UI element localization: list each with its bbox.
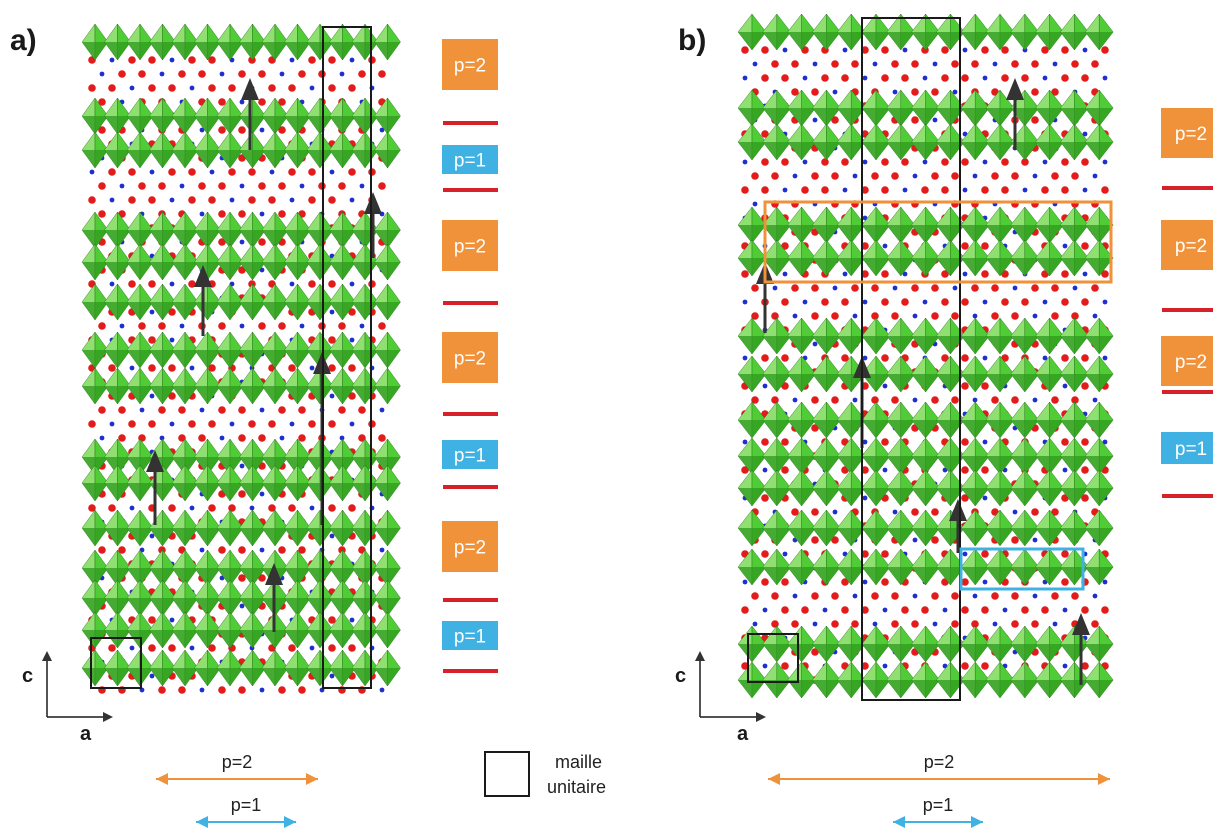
axis-a-label-a: a <box>80 723 92 745</box>
dimension-label-p1-b: p=1 <box>923 795 954 815</box>
dimension-p2-b: p=2 <box>768 752 1110 785</box>
structure-b <box>737 13 1114 699</box>
dimension-p2-a: p=2 <box>156 752 318 785</box>
svg-text:p=1: p=1 <box>454 151 486 172</box>
svg-text:p=1: p=1 <box>454 446 486 467</box>
structure-a <box>81 23 401 694</box>
panel-label-b: b) <box>678 24 706 57</box>
badge-a-3: p=2 <box>442 332 498 383</box>
axis-c-label-b: c <box>675 665 686 687</box>
svg-text:p=2: p=2 <box>454 349 486 370</box>
svg-text:p=2: p=2 <box>454 538 486 559</box>
badge-b-0: p=2 <box>1161 108 1213 158</box>
svg-text:p=2: p=2 <box>454 56 486 77</box>
badge-b-2: p=2 <box>1161 336 1213 386</box>
legend: maille unitaire <box>484 751 606 797</box>
badge-b-3: p=1 <box>1161 432 1213 464</box>
highlight-box-orange-b <box>763 200 1113 284</box>
legend-line2: unitaire <box>547 777 606 797</box>
unit-cell-box-b <box>747 633 799 683</box>
axis-c-label-a: c <box>22 665 33 687</box>
axis-a-label-b: a <box>737 723 749 745</box>
svg-text:p=2: p=2 <box>1175 352 1207 373</box>
dimension-label-p1-a: p=1 <box>231 795 262 815</box>
svg-text:p=1: p=1 <box>454 627 486 648</box>
svg-text:p=2: p=2 <box>1175 236 1207 257</box>
supercell-box-b <box>861 17 961 701</box>
badge-a-1: p=1 <box>442 145 498 174</box>
svg-text:p=2: p=2 <box>1175 124 1207 145</box>
badge-a-2: p=2 <box>442 220 498 271</box>
panel-label-a: a) <box>10 24 37 57</box>
dimension-p1-b: p=1 <box>893 795 983 828</box>
dimension-label-p2-a: p=2 <box>222 752 253 772</box>
badge-a-4: p=1 <box>442 440 498 469</box>
axes-a: c a <box>22 651 113 745</box>
legend-box-icon <box>484 751 530 797</box>
svg-text:p=1: p=1 <box>1175 439 1207 460</box>
axes-b: c a <box>675 651 766 745</box>
panel-b: b) p=2 p=2 p=2 p=1 c a p=2 p=1 <box>675 13 1213 828</box>
dimension-p1-a: p=1 <box>196 795 296 828</box>
supercell-box-a <box>322 26 372 689</box>
badge-a-0: p=2 <box>442 39 498 90</box>
badge-b-1: p=2 <box>1161 220 1213 270</box>
period-badges-a: p=2 p=1 p=2 p=2 p=1 p=2 p=1 <box>442 39 498 673</box>
legend-line1: maille <box>555 752 602 772</box>
unit-cell-box-a <box>90 637 142 689</box>
badge-a-5: p=2 <box>442 521 498 572</box>
svg-text:p=2: p=2 <box>454 237 486 258</box>
panel-a: a) p=2 p=1 p=2 p=2 p=1 p=2 p=1 c a p=2 p=1 <box>10 23 498 828</box>
dimension-label-p2-b: p=2 <box>924 752 955 772</box>
highlight-box-blue-b <box>959 547 1085 591</box>
period-badges-b: p=2 p=2 p=2 p=1 <box>1161 108 1213 498</box>
badge-a-6: p=1 <box>442 621 498 650</box>
